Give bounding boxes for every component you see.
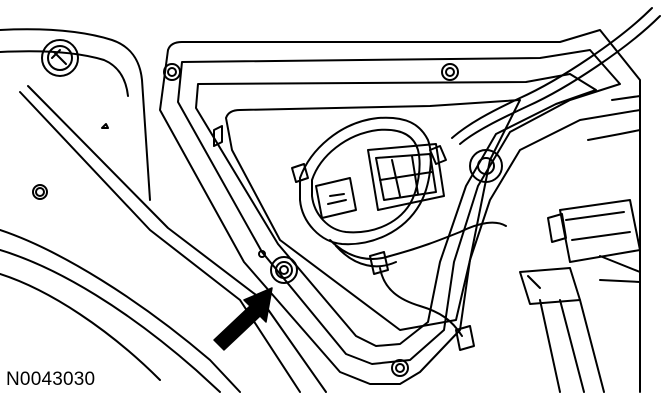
wire-clip-2 (455, 325, 475, 351)
frame-bolt-3 (391, 359, 409, 377)
right-frame-edge (611, 95, 641, 393)
tab-mark (101, 123, 109, 129)
hole-left-inner (35, 187, 45, 197)
wire-run-3 (379, 267, 463, 337)
frame-bolt-1 (163, 63, 181, 81)
trim-strip-1 (0, 229, 241, 393)
panel-frame-outer (159, 29, 641, 385)
inner-cutout-tab (213, 125, 223, 147)
trim-strip-5 (27, 85, 327, 393)
trim-strip-4 (19, 91, 301, 393)
inner-cutout (225, 99, 521, 331)
hole-left (32, 184, 48, 200)
access-plug (41, 39, 79, 77)
callout-arrow (213, 287, 273, 351)
door-shell-inner-edge (0, 50, 129, 97)
right-frame-edge-2 (587, 129, 641, 141)
wire-run-2 (335, 245, 397, 268)
harness-loop-inner (311, 128, 421, 234)
door-shell-outline (0, 28, 151, 201)
figure-reference-code: N0043030 (6, 369, 96, 390)
cable-main-2 (459, 15, 661, 145)
frame-bolt-2 (441, 63, 459, 81)
wire-clip-1 (369, 251, 389, 275)
fastener (258, 250, 298, 284)
wire-run (329, 221, 507, 260)
panel-frame-inner (177, 49, 621, 365)
trim-strip-3 (0, 273, 161, 381)
wiring-clip-bracket (291, 163, 357, 219)
grommet (469, 149, 503, 183)
electrical-connector (367, 143, 447, 211)
harness-loop (299, 116, 432, 246)
latch-rod-bracket (519, 267, 641, 393)
trim-strip-2 (0, 249, 221, 393)
door-latch-actuator (547, 199, 641, 301)
cable-main (451, 7, 653, 139)
